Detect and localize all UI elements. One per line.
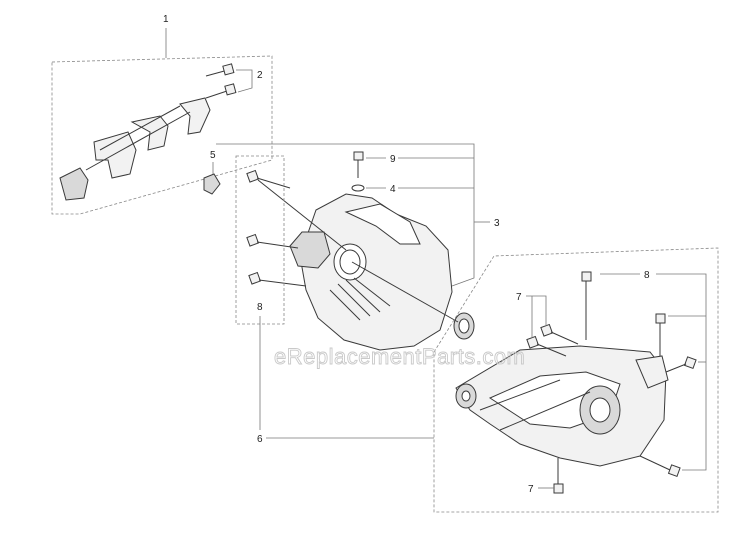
callout-group-1: 1 bbox=[51, 14, 273, 215]
crankcase-half-left bbox=[289, 193, 475, 351]
washer-4 bbox=[351, 184, 365, 192]
screw-8-left-b bbox=[246, 233, 299, 249]
callout-8a-label[interactable]: 8 bbox=[257, 302, 263, 313]
screw-8-right-c bbox=[665, 356, 697, 373]
callout-9-label[interactable]: 9 bbox=[390, 154, 396, 165]
screw-7-lower bbox=[553, 458, 564, 494]
screw-8-right-b bbox=[655, 313, 666, 356]
crankcase-boss bbox=[289, 231, 331, 269]
callout-5-label[interactable]: 5 bbox=[210, 150, 216, 161]
leader-line-3-group bbox=[216, 143, 475, 287]
bearing-bore bbox=[333, 243, 367, 281]
crankcase-flange bbox=[344, 203, 421, 245]
screw-8-left-a bbox=[246, 169, 291, 189]
callout-7a-label[interactable]: 7 bbox=[516, 292, 522, 303]
crankcase-ribs bbox=[329, 277, 391, 321]
screw-9 bbox=[353, 151, 364, 178]
callout-4-label[interactable]: 4 bbox=[390, 184, 396, 195]
callout-3-label[interactable]: 3 bbox=[494, 218, 500, 229]
leader-line-2 bbox=[236, 69, 253, 93]
screw-top-right bbox=[205, 83, 237, 99]
callout-1-label[interactable]: 1 bbox=[163, 14, 169, 25]
callout-7b-label[interactable]: 7 bbox=[528, 484, 534, 495]
screw-top-left bbox=[205, 63, 235, 77]
screw-7-upper-a bbox=[526, 335, 567, 357]
bracket-piece-middle bbox=[130, 115, 169, 151]
crankcase-right-ear bbox=[635, 355, 669, 389]
callout-8b-label[interactable]: 8 bbox=[644, 270, 650, 281]
screw-8-right-d bbox=[639, 455, 681, 478]
bracket-piece-right bbox=[179, 97, 211, 135]
callout-2-label[interactable]: 2 bbox=[257, 70, 263, 81]
crankcase-half-right-group: 8 7 7 bbox=[433, 247, 719, 513]
callout-6-label[interactable]: 6 bbox=[257, 434, 263, 445]
screw-8-right-a bbox=[581, 271, 592, 340]
bracket-clip bbox=[59, 167, 89, 201]
screw-8-left-c bbox=[248, 271, 307, 287]
small-bracket-5 bbox=[203, 173, 221, 195]
watermark-text: eReplacementParts.com bbox=[274, 344, 525, 369]
leader-line-7-upper bbox=[526, 295, 547, 326]
bracket-assembly: 2 bbox=[59, 63, 263, 201]
bracket-piece-left bbox=[93, 131, 137, 179]
kit-boundary-6 bbox=[433, 247, 719, 513]
screw-7-upper-b bbox=[540, 323, 579, 345]
kit-boundary-1 bbox=[51, 55, 273, 215]
